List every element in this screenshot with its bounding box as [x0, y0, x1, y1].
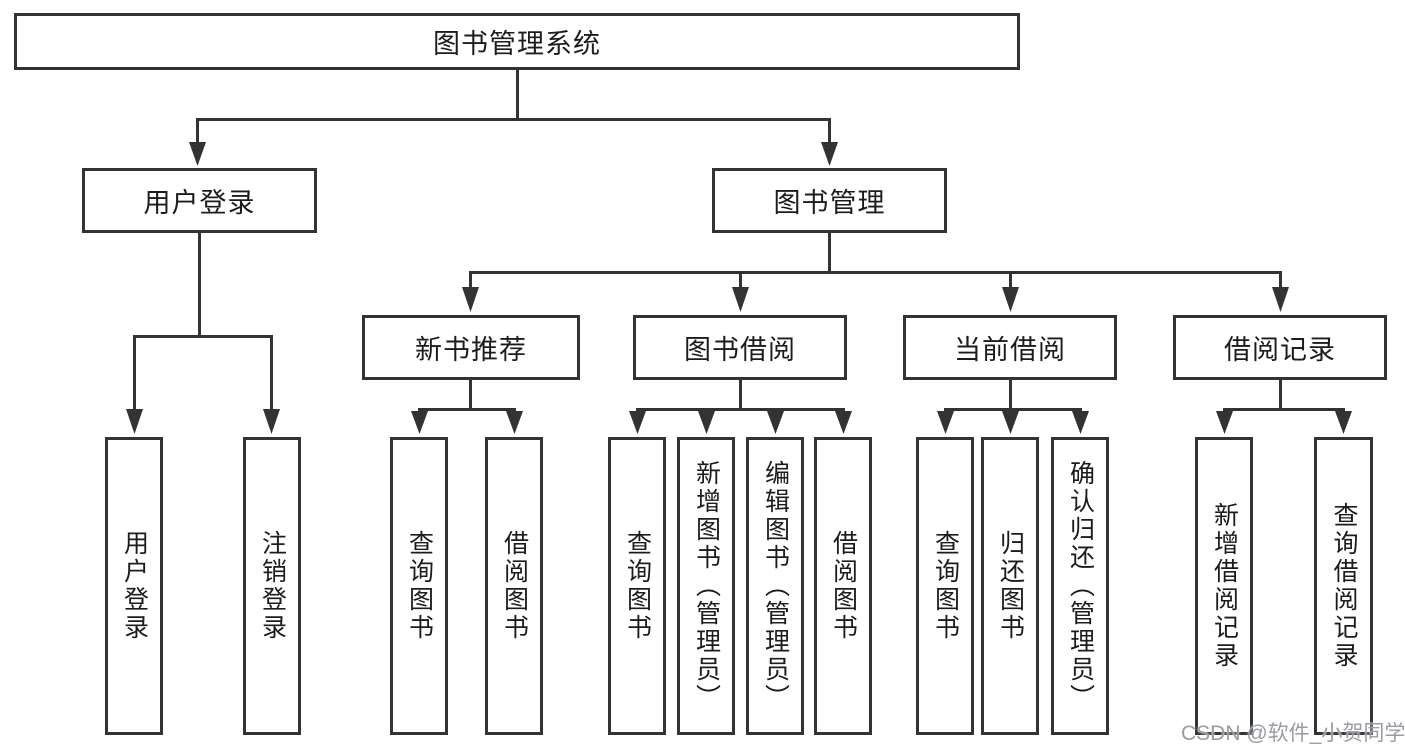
connector-book-borrow-to-leaves — [629, 380, 852, 434]
connector-new-book-rec-to-leaves — [411, 380, 523, 434]
node-user-login: 用户登录 — [82, 168, 317, 233]
connector-book-mgmt-to-level3 — [462, 233, 1289, 312]
leaf-confirm-return-admin: 确认归还（管理员） — [1051, 437, 1109, 735]
csdn-watermark: CSDN @软件_小贺同学 — [1181, 722, 1405, 745]
leaf-return-books: 归还图书 — [981, 437, 1039, 735]
connector-user-login-to-leaves — [126, 233, 280, 434]
node-book-borrowing: 图书借阅 — [633, 315, 847, 380]
leaf-edit-books-admin: 编辑图书（管理员） — [746, 437, 804, 735]
leaf-query-borrow-record: 查询借阅记录 — [1314, 437, 1373, 735]
leaf-newbook-query-books: 查询图书 — [390, 437, 448, 735]
leaf-user-login: 用户登录 — [105, 437, 163, 735]
leaf-current-query-books: 查询图书 — [916, 437, 974, 735]
leaf-add-borrow-record: 新增借阅记录 — [1195, 437, 1253, 735]
node-root-system: 图书管理系统 — [14, 13, 1020, 70]
leaf-logout: 注销登录 — [243, 437, 301, 735]
connector-borrow-record-to-leaves — [1216, 380, 1352, 434]
node-borrowing-record: 借阅记录 — [1173, 315, 1387, 380]
connector-root-to-level2 — [189, 70, 838, 166]
connector-current-borrow-to-leaves — [937, 380, 1089, 434]
node-new-book-recommendation: 新书推荐 — [362, 315, 580, 380]
leaf-borrow-query-books: 查询图书 — [608, 437, 666, 735]
leaf-borrow-books: 借阅图书 — [814, 437, 872, 735]
leaf-add-books-admin: 新增图书（管理员） — [677, 437, 735, 735]
node-book-management: 图书管理 — [712, 168, 947, 233]
node-current-borrowing: 当前借阅 — [903, 315, 1117, 380]
leaf-newbook-borrow-books: 借阅图书 — [485, 437, 543, 735]
